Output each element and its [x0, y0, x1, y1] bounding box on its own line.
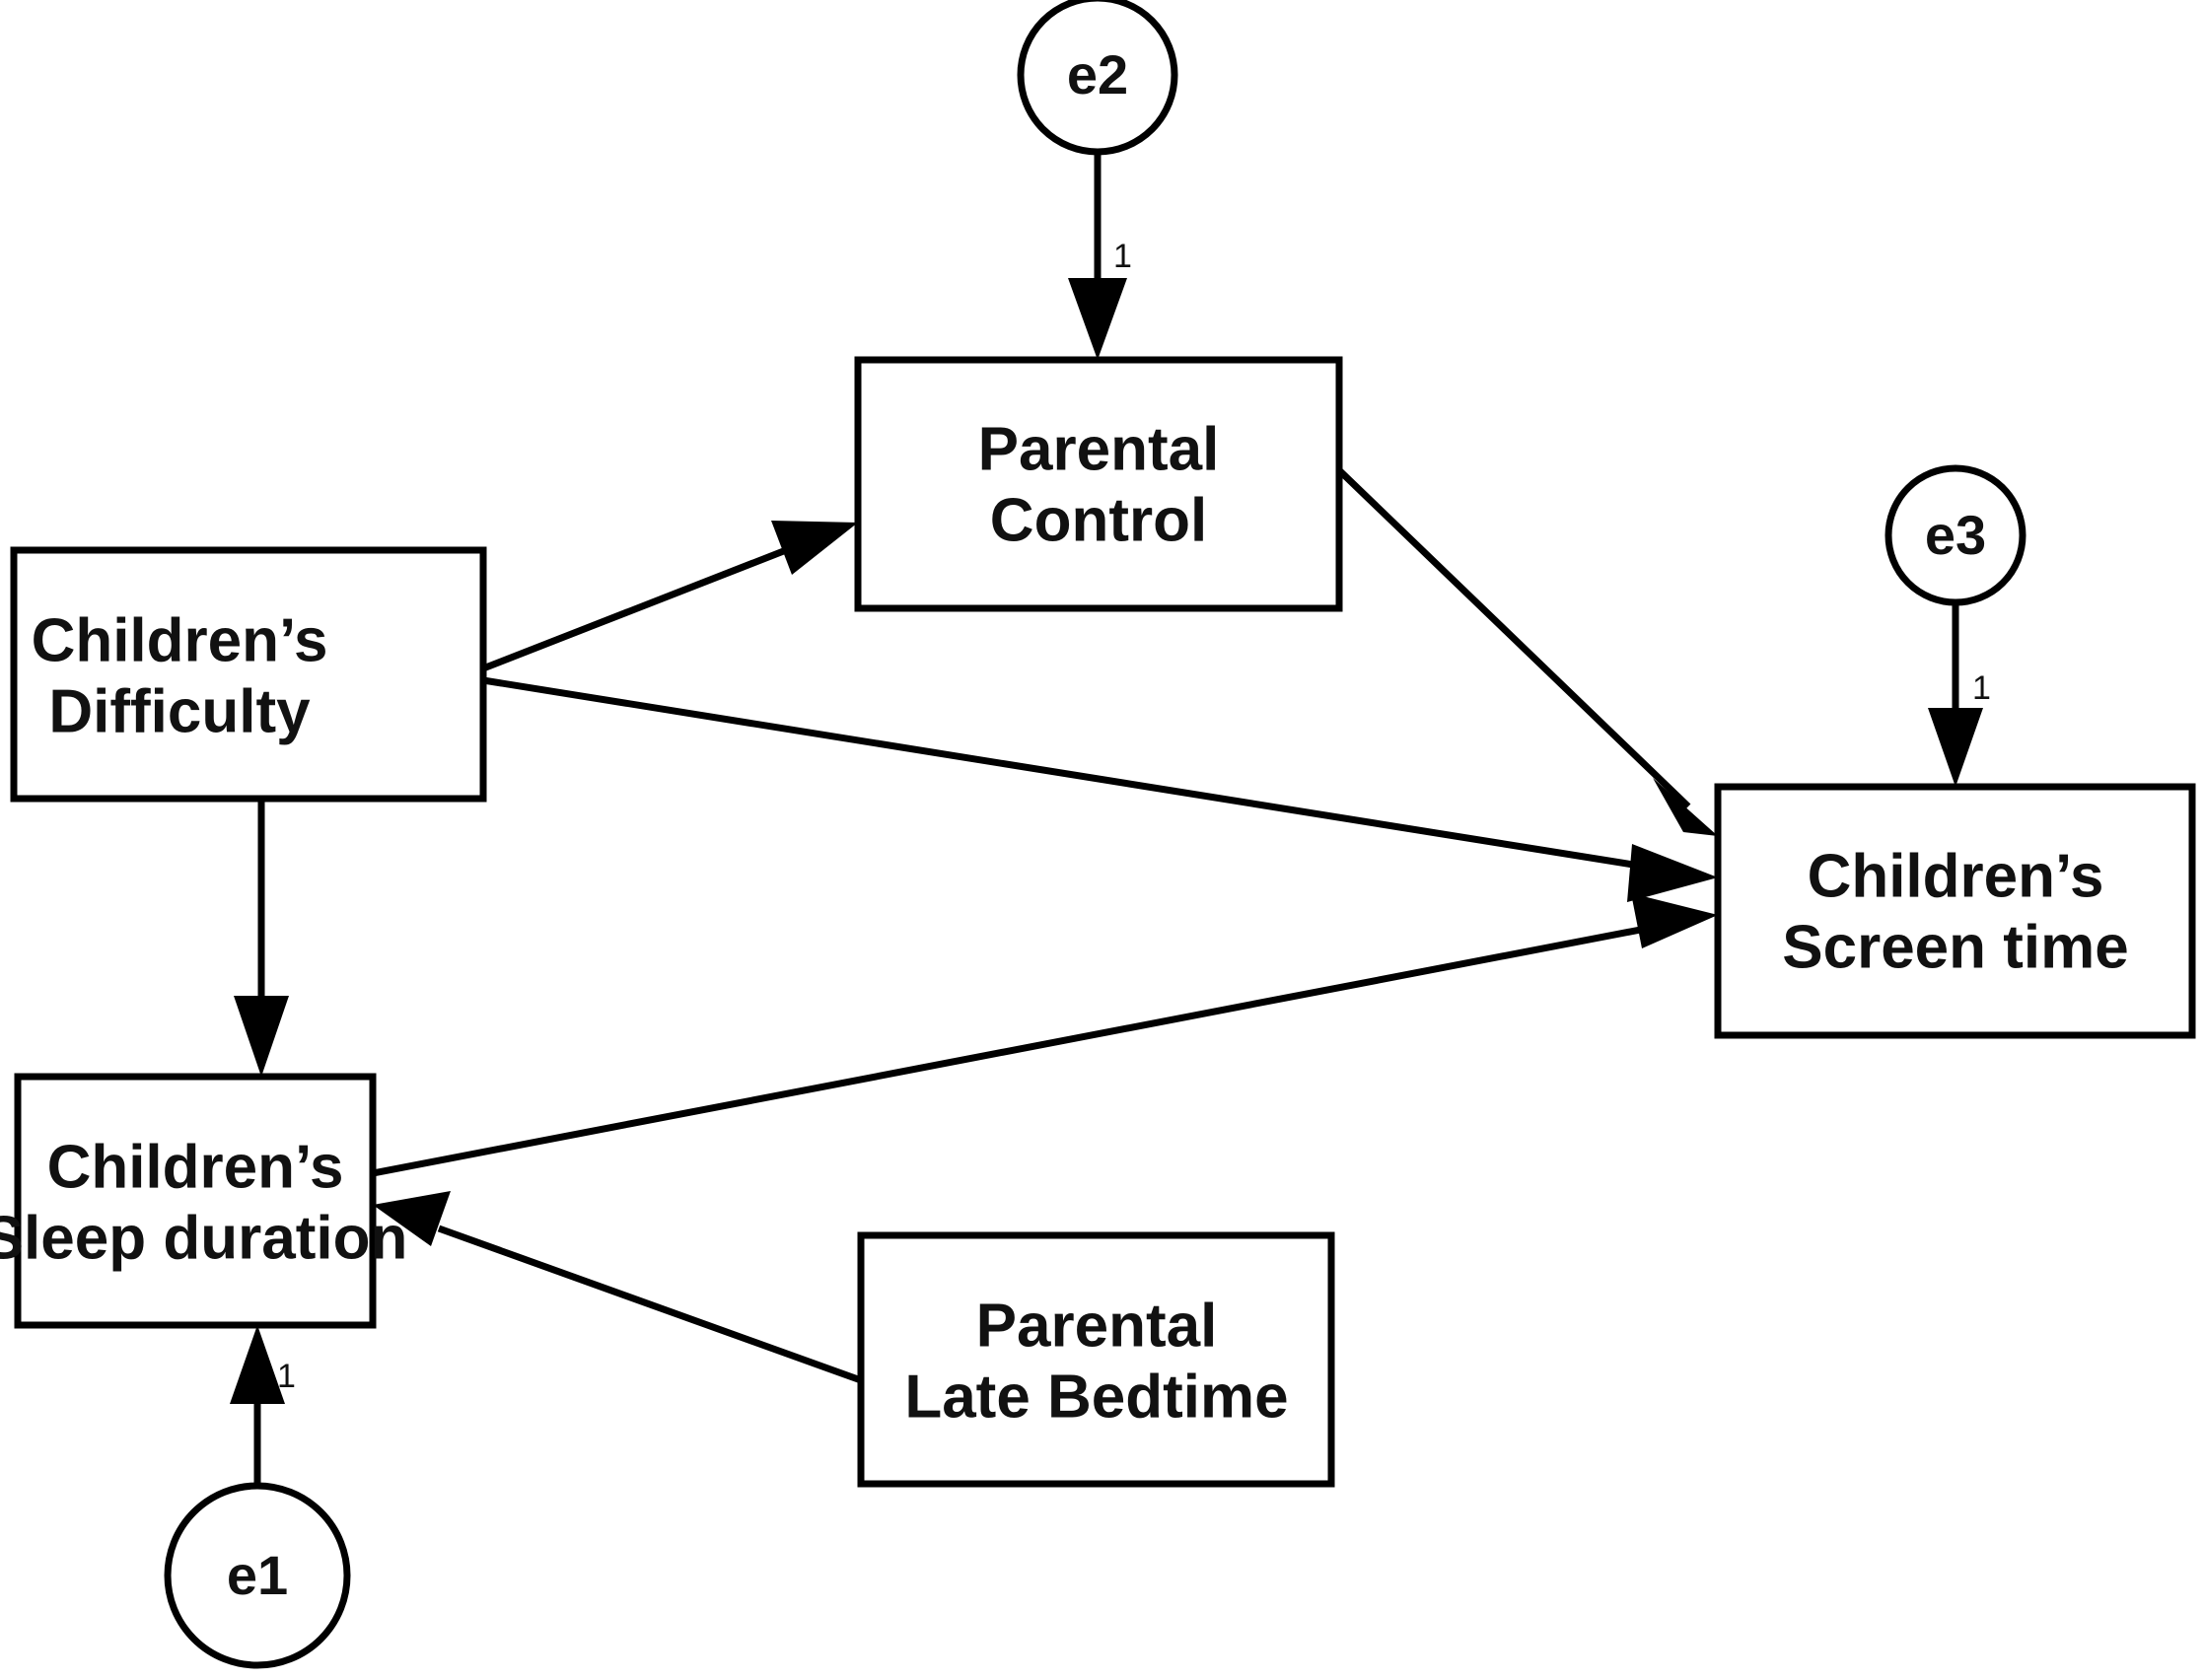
arrowhead-icon — [373, 1191, 451, 1246]
node-label-line-1: Children’s — [47, 1133, 344, 1201]
node-box[interactable] — [1714, 783, 2196, 1039]
arrowhead-icon — [1627, 844, 1718, 902]
path-coefficient-label: 1 — [277, 1358, 296, 1395]
node-label-line-1: Children’s — [32, 606, 328, 674]
node-box[interactable] — [10, 546, 487, 803]
error-term-label: e1 — [227, 1544, 288, 1606]
path-e2-to-parental-control: 1 — [1068, 152, 1132, 360]
path-e1-to-sleep-duration: 1 — [230, 1325, 296, 1486]
path-line — [437, 1225, 863, 1384]
node-label-line-2: Screen time — [1782, 913, 2129, 981]
path-coefficient-label: 1 — [1113, 238, 1132, 275]
node-box[interactable] — [857, 1231, 1335, 1488]
path-line — [481, 530, 828, 672]
path-difficulty-to-parental-control — [481, 521, 858, 672]
node-error-term-e2[interactable]: e2 — [1017, 0, 1178, 156]
error-circle[interactable] — [1884, 464, 2026, 606]
node-label-line-2: Sleep duration — [0, 1204, 407, 1272]
node-label-line-1: Children’s — [1808, 842, 2104, 910]
arrowhead-icon — [234, 996, 289, 1077]
arrowhead-icon — [230, 1325, 285, 1404]
error-term-label: e3 — [1925, 504, 1986, 566]
node-error-term-e1[interactable]: e1 — [164, 1482, 351, 1669]
arrowhead-icon — [1068, 278, 1127, 360]
node-error-term-e3[interactable]: e3 — [1884, 464, 2026, 606]
path-difficulty-to-screen-time — [482, 676, 1718, 902]
path-sleep-duration-to-screen-time — [372, 893, 1718, 1177]
node-label-line-2: Control — [990, 486, 1207, 554]
arrowhead-icon — [771, 521, 858, 575]
node-label-line-2: Difficulty — [48, 677, 311, 745]
node-label-line-1: Parental — [976, 1292, 1218, 1360]
node-label-line-1: Parental — [978, 415, 1220, 483]
path-line — [1336, 467, 1691, 809]
node-childrens-screen-time[interactable]: Children’s Screen time — [1714, 783, 2196, 1039]
node-label-line-2: Late Bedtime — [904, 1363, 1288, 1431]
node-childrens-difficulty[interactable]: Children’s Difficulty — [10, 546, 487, 803]
arrowhead-icon — [1631, 893, 1718, 948]
path-line — [482, 676, 1677, 875]
node-childrens-sleep-duration[interactable]: Children’s Sleep duration — [0, 1073, 407, 1329]
node-box[interactable] — [854, 356, 1343, 612]
path-line — [372, 919, 1677, 1177]
path-late-bedtime-to-sleep-duration — [373, 1191, 863, 1384]
path-difficulty-to-sleep-duration — [234, 799, 289, 1077]
path-parental-control-to-screen-time — [1336, 467, 1718, 836]
error-term-label: e2 — [1067, 43, 1128, 105]
node-parental-control[interactable]: Parental Control — [854, 356, 1343, 612]
node-box[interactable] — [14, 1073, 377, 1329]
error-circle[interactable] — [164, 1482, 351, 1669]
path-coefficient-label: 1 — [1972, 669, 1991, 707]
arrowhead-icon — [1653, 778, 1718, 836]
path-e3-to-screen-time: 1 — [1928, 602, 1991, 787]
node-parental-late-bedtime[interactable]: Parental Late Bedtime — [857, 1231, 1335, 1488]
error-circle[interactable] — [1017, 0, 1178, 156]
arrowhead-icon — [1928, 708, 1983, 787]
